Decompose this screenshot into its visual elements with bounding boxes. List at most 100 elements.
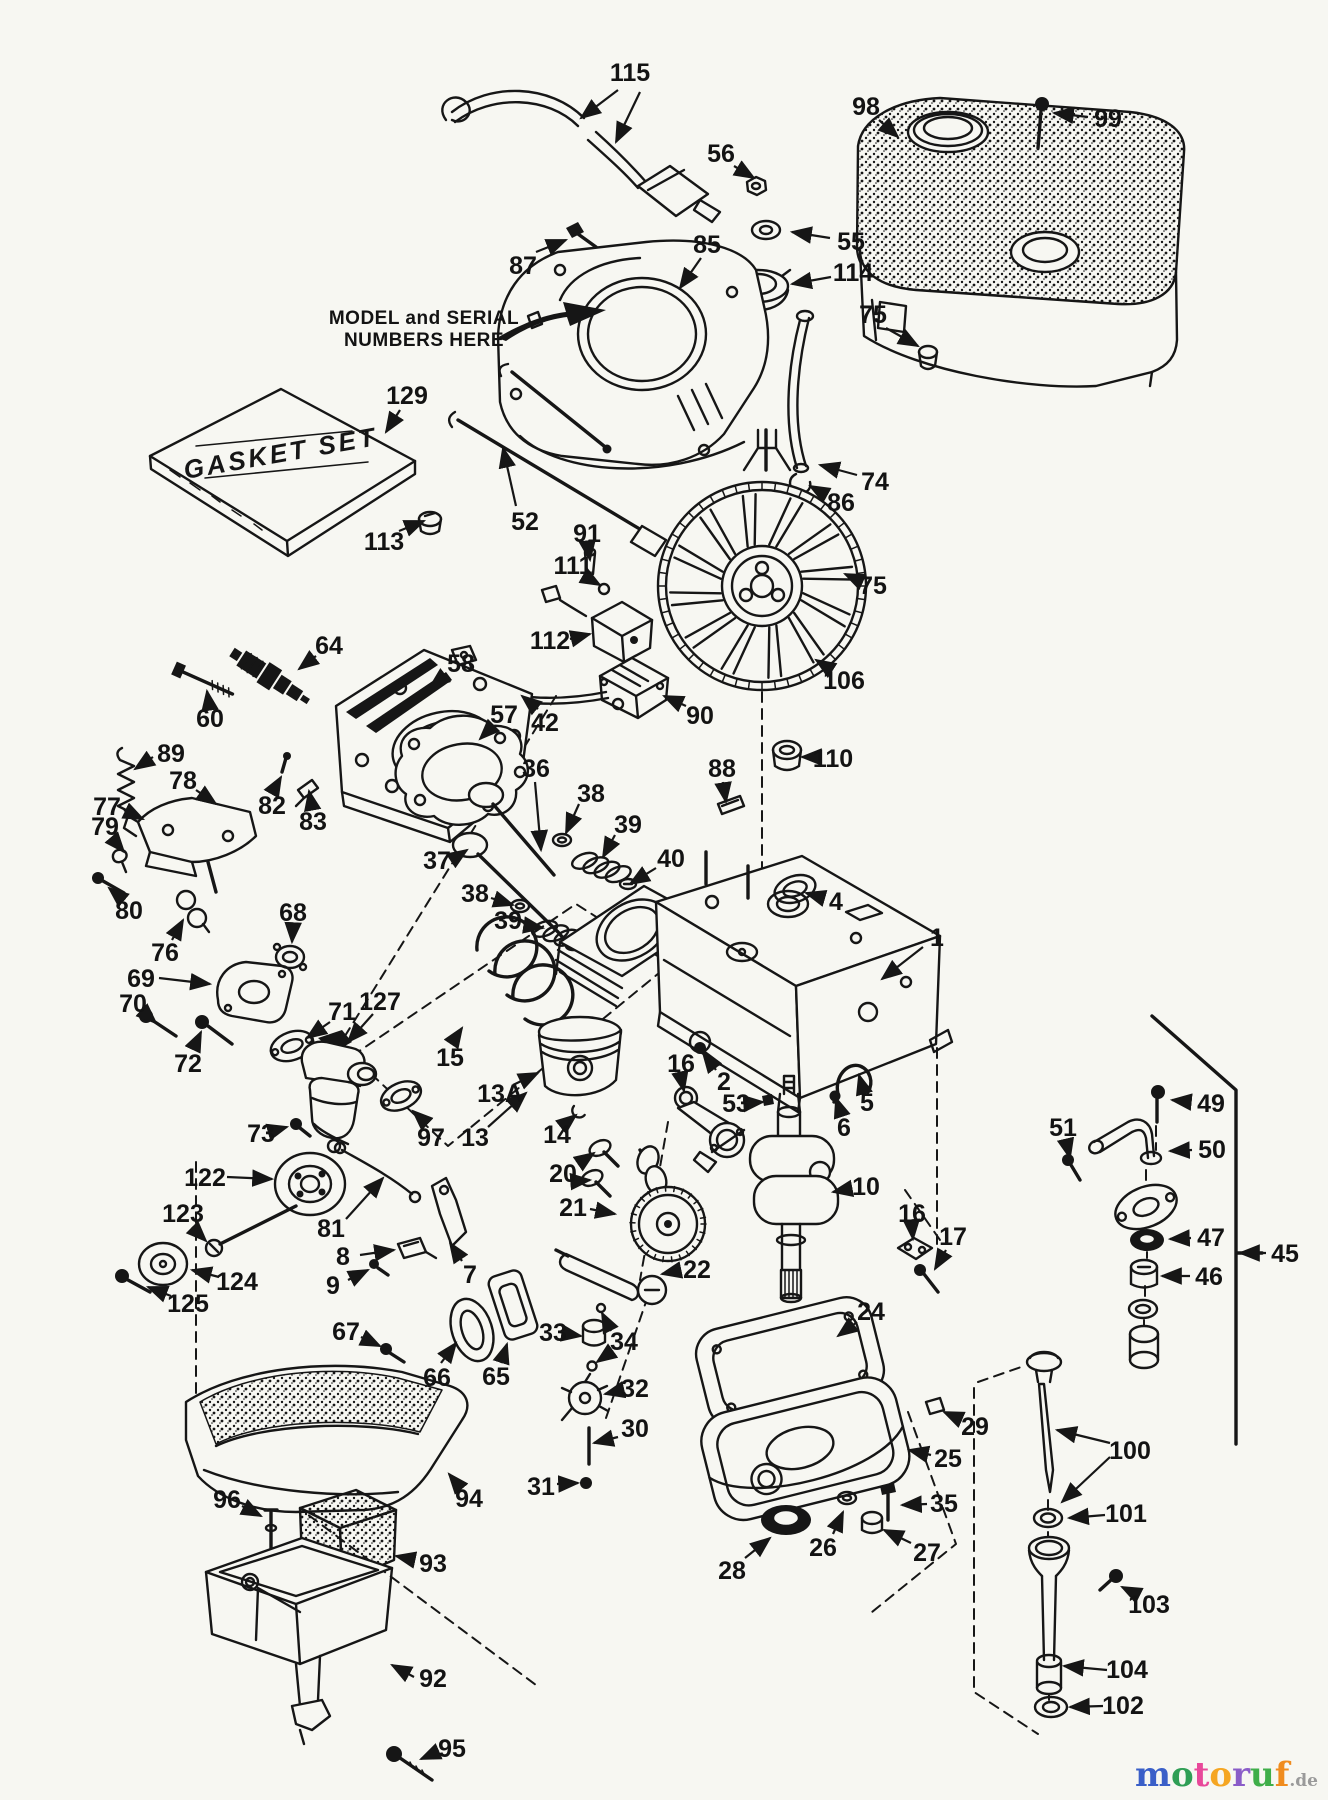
leader-30 <box>591 1429 619 1447</box>
leader-35 <box>899 1495 928 1514</box>
part-label-65: 65 <box>482 1363 510 1391</box>
part-label-103: 103 <box>1128 1591 1170 1619</box>
grommet-113-art <box>417 510 443 536</box>
leader-71 <box>305 1019 331 1040</box>
part-label-112: 112 <box>530 627 570 655</box>
breather-group-art <box>1062 1014 1264 1446</box>
leader-106 <box>814 658 838 679</box>
part-label-80: 80 <box>115 897 143 925</box>
part-label-45: 45 <box>1271 1240 1299 1268</box>
fuel-tank-art <box>855 96 1186 388</box>
part-label-95: 95 <box>438 1735 466 1763</box>
leader-25 <box>906 1445 932 1463</box>
leader-50 <box>1167 1141 1193 1159</box>
leader-20 <box>569 1172 593 1191</box>
leader-72 <box>184 1030 202 1054</box>
leader-99 <box>1051 106 1089 125</box>
screw-95-art <box>386 1746 434 1782</box>
leader-85 <box>678 257 702 290</box>
part-label-8: 8 <box>336 1243 350 1271</box>
part-label-73: 73 <box>247 1120 275 1148</box>
leader-53 <box>742 1094 766 1113</box>
leader-24 <box>836 1317 860 1338</box>
leader-75 <box>885 327 920 348</box>
part-label-64: 64 <box>315 632 343 660</box>
part-label-66: 66 <box>423 1364 451 1392</box>
exhaust-gaskets-art <box>380 1269 539 1364</box>
leader-39 <box>601 834 621 859</box>
gasket-set-book-art <box>148 387 417 558</box>
leader-36 <box>530 781 549 853</box>
part-label-78: 78 <box>169 767 197 795</box>
nut-56-art <box>745 175 768 197</box>
leader-101 <box>1066 1507 1106 1526</box>
part-label-16: 16 <box>667 1050 695 1078</box>
part-label-115: 115 <box>610 59 650 87</box>
part-label-86: 86 <box>827 489 855 517</box>
leader-21 <box>589 1201 618 1219</box>
part-label-16: 16 <box>898 1200 926 1228</box>
rod-bolt-lock-art <box>896 1236 940 1294</box>
part-label-77: 77 <box>93 793 121 821</box>
part-label-83: 83 <box>299 808 327 836</box>
part-label-47: 47 <box>1197 1224 1225 1252</box>
spark-plug-wire-art <box>441 89 722 224</box>
leader-129 <box>384 409 405 434</box>
part-label-33: 33 <box>539 1319 567 1347</box>
leader-39 <box>522 916 546 934</box>
leader-26 <box>826 1509 845 1535</box>
leader-32 <box>602 1380 627 1399</box>
part-label-53: 53 <box>722 1090 750 1118</box>
part-label-31: 31 <box>527 1473 555 1501</box>
leader-52 <box>498 445 518 507</box>
leader-8 <box>359 1244 397 1262</box>
leader-86 <box>808 484 832 504</box>
leader-124 <box>189 1266 220 1284</box>
leader-34 <box>595 1343 619 1364</box>
part-label-76: 76 <box>151 939 179 967</box>
dipstick-art <box>1025 1350 1123 1719</box>
part-label-92: 92 <box>419 1665 447 1693</box>
model-serial-note-line1: MODEL and SERIAL <box>329 308 519 329</box>
leader-75 <box>842 572 867 591</box>
part-label-72: 72 <box>174 1050 202 1078</box>
leader-6 <box>833 1095 851 1120</box>
part-label-88: 88 <box>708 755 736 783</box>
part-label-96: 96 <box>213 1486 241 1514</box>
motoruf-logo[interactable]: motoruf.de <box>1135 1755 1318 1795</box>
part-label-87: 87 <box>509 252 537 280</box>
leader-77 <box>121 802 145 820</box>
leader-13 <box>487 1091 528 1128</box>
spark-plug-art <box>229 647 310 705</box>
leader-40 <box>628 866 657 886</box>
part-label-32: 32 <box>621 1375 649 1403</box>
part-label-20: 20 <box>549 1160 577 1188</box>
callout-leader-lines <box>104 89 1266 1761</box>
part-label-14: 14 <box>543 1121 571 1149</box>
leader-112 <box>568 630 593 648</box>
leader-56 <box>732 160 756 180</box>
part-label-27: 27 <box>913 1539 941 1567</box>
leader-82 <box>263 775 283 799</box>
part-label-25: 25 <box>934 1445 962 1473</box>
part-label-50: 50 <box>1198 1136 1226 1164</box>
part-label-71: 71 <box>328 998 356 1026</box>
leader-2 <box>701 1051 723 1075</box>
leader-89 <box>133 750 157 771</box>
leader-64 <box>297 649 321 671</box>
part-label-13: 13 <box>461 1124 489 1152</box>
part-label-52: 52 <box>511 508 539 536</box>
leader-83 <box>303 788 322 813</box>
leader-111 <box>578 567 602 587</box>
part-label-74: 74 <box>861 468 889 496</box>
model-serial-note-line2: NUMBERS HERE <box>344 330 504 351</box>
part-label-129: 129 <box>386 382 428 410</box>
leader-113 <box>398 519 427 537</box>
part-label-79: 79 <box>91 813 119 841</box>
piston-art <box>537 1015 623 1119</box>
part-label-42: 42 <box>531 709 559 737</box>
leader-79 <box>104 831 126 854</box>
leader-98 <box>877 117 900 139</box>
leader-5 <box>855 1072 873 1097</box>
leader-16 <box>902 1218 921 1242</box>
